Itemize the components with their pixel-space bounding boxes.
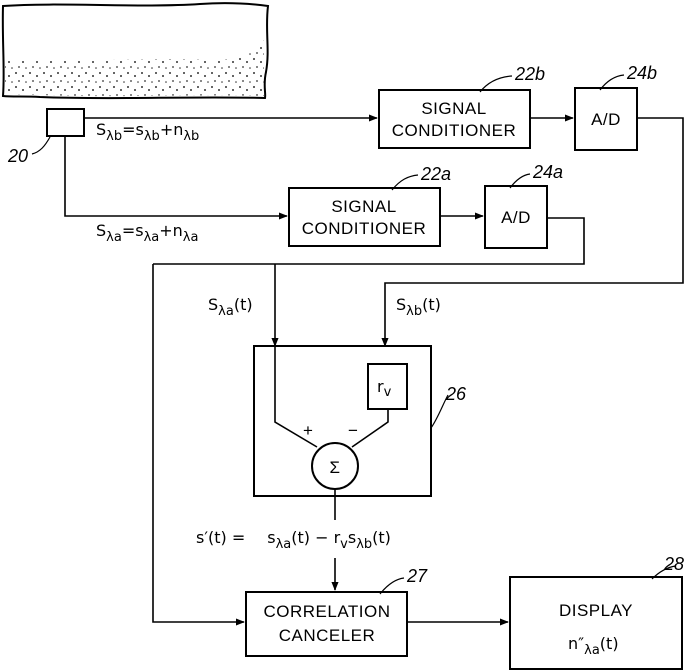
cond-a-line2: CONDITIONER (302, 219, 427, 238)
cond-b-line2: CONDITIONER (392, 121, 517, 140)
minus-sign: − (348, 421, 358, 440)
canceler-line2: CANCELER (279, 626, 376, 645)
cond-b-ref: 22b (514, 64, 545, 84)
signal-S-lambda-a-eq: Sλa=sλa+nλa (96, 221, 198, 245)
cond-b-line1: SIGNAL (421, 99, 486, 118)
signal-s-prime: s′(t) =sλa(t) − rvsλb(t) (196, 528, 391, 552)
sensor-box (47, 109, 84, 136)
plus-sign: + (303, 421, 313, 440)
display-ref: 28 (663, 554, 684, 574)
canceler-ref: 27 (406, 566, 428, 586)
display-label: DISPLAY (559, 601, 633, 620)
ad-a-ref: 24a (532, 162, 563, 182)
signal-S-lambda-a-t: Sλa(t) (208, 295, 253, 319)
signal-S-lambda-b-eq: Sλb=sλb+nλb (96, 120, 199, 144)
sigma-symbol: Σ (329, 458, 340, 477)
ad-a-label: A/D (501, 208, 531, 227)
cond-a-line1: SIGNAL (331, 197, 396, 216)
scene-texture (3, 3, 268, 98)
sensor-ref: 20 (7, 146, 28, 166)
ad-b-ref: 24b (626, 63, 657, 83)
canceler-line1: CORRELATION (263, 602, 390, 621)
wire-sensor-to-cond-a (65, 136, 287, 216)
summer-ref: 26 (445, 384, 467, 404)
cond-a-ref: 22a (420, 164, 451, 184)
ad-b-label: A/D (591, 110, 621, 129)
signal-S-lambda-b-t: Sλb(t) (396, 295, 441, 319)
sensor-ref-lead (32, 137, 50, 154)
